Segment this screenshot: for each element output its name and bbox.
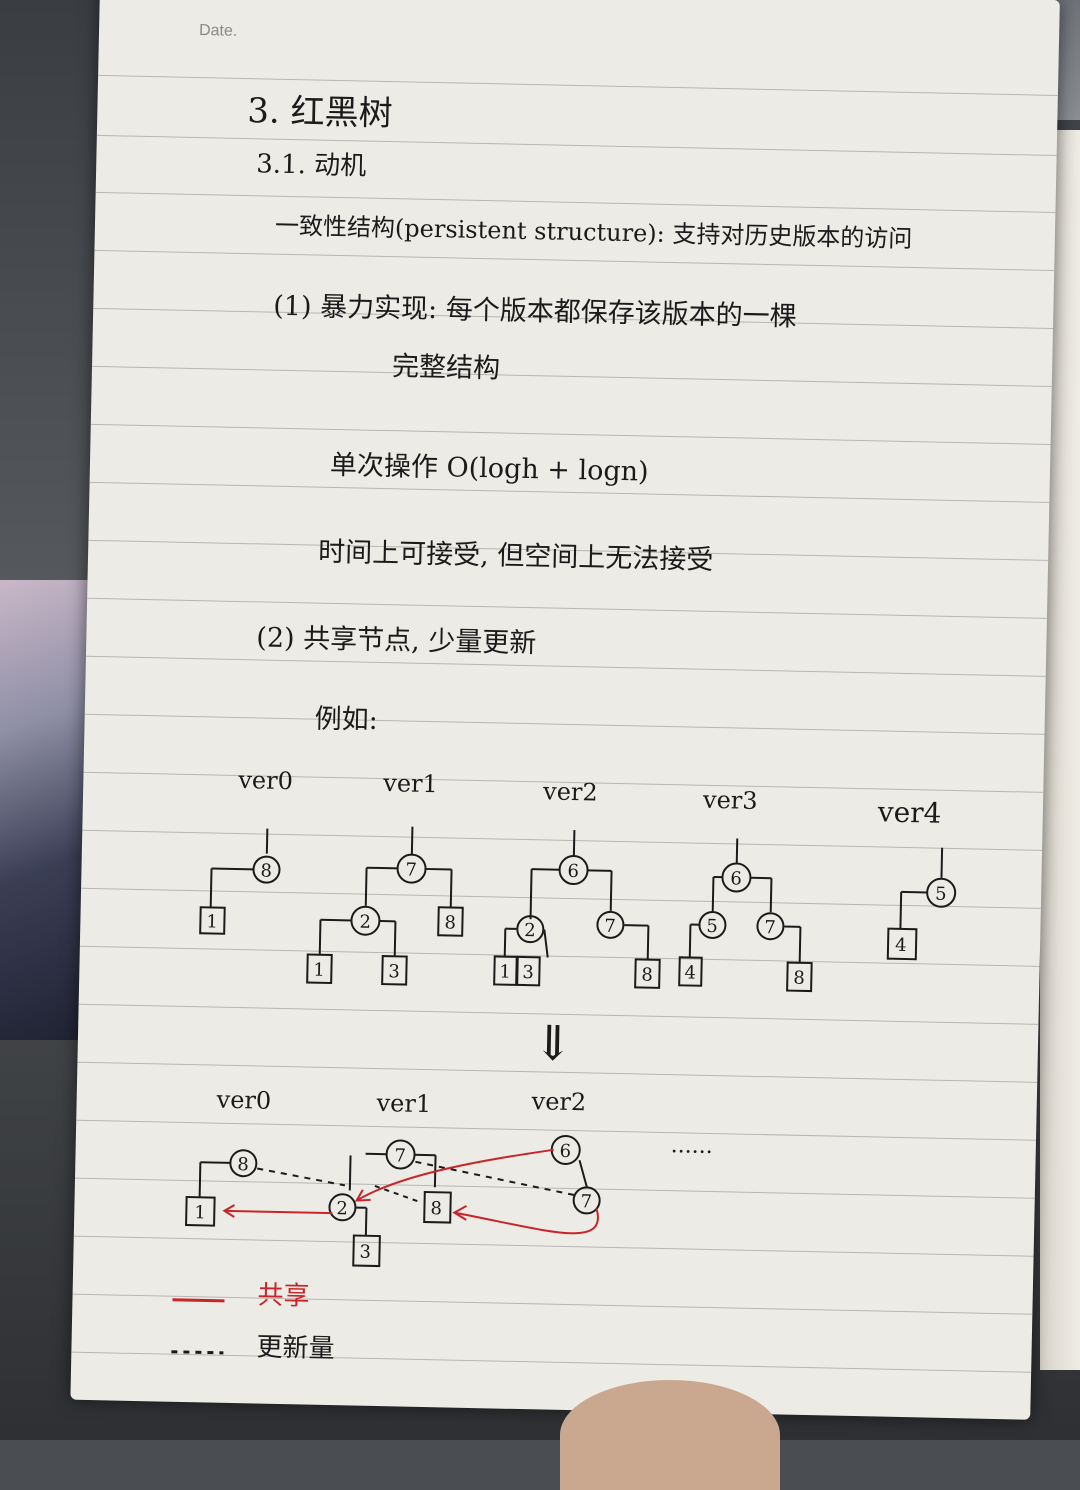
- version-label: ver0: [215, 1086, 271, 1115]
- leaf-label: 3: [388, 961, 400, 982]
- version-label: ver2: [530, 1087, 586, 1116]
- shared-pointer-arrows: [224, 1143, 599, 1234]
- leaf-label: 8: [430, 1198, 442, 1219]
- node-label: 6: [730, 868, 742, 889]
- thumb: [560, 1380, 780, 1490]
- leaf-label: 8: [641, 965, 653, 986]
- version-label: ver4: [877, 795, 942, 829]
- node-label: 7: [405, 860, 417, 881]
- ellipsis: ......: [671, 1133, 713, 1159]
- persistent-tree-diagram: ver0 ver1 ver2 ver3 ver4 8 1 7 2 8 1 3 6: [70, 0, 1060, 1420]
- node-label: 8: [237, 1154, 249, 1175]
- node-label: 2: [336, 1198, 348, 1219]
- version-label: ver1: [375, 1089, 431, 1118]
- leaf-label: 1: [499, 962, 511, 983]
- version-label: ver3: [702, 786, 758, 815]
- leaf-label: 1: [313, 960, 325, 981]
- arrowhead: [454, 1206, 466, 1220]
- transform-arrow: ⇓: [532, 1015, 573, 1072]
- legend-red-label: 共享: [257, 1281, 310, 1312]
- dashed-update-line: [415, 1162, 576, 1195]
- node-label: 7: [580, 1191, 592, 1212]
- node-label: 8: [260, 861, 272, 882]
- leaf-label: 1: [206, 911, 218, 932]
- node-label: 7: [604, 916, 616, 937]
- version-label: ver2: [542, 777, 598, 806]
- legend-dashed-label: 更新量: [256, 1333, 335, 1365]
- node-label: 6: [559, 1141, 571, 1162]
- node-label: 2: [359, 912, 371, 933]
- leaf-label: 8: [444, 912, 456, 933]
- node-label: 5: [706, 916, 718, 937]
- dashed-update-line: [257, 1168, 345, 1185]
- leaf-label: 4: [684, 962, 696, 983]
- version-label: ver0: [237, 766, 293, 795]
- node-label: 5: [935, 884, 947, 905]
- notebook-page: Date. 3. 红黑树 3.1. 动机 一致性结构(persistent st…: [70, 0, 1060, 1420]
- leaf-label: 8: [793, 968, 805, 989]
- node-label: 7: [394, 1145, 406, 1166]
- version-label: ver1: [382, 769, 438, 798]
- leaf-label: 3: [359, 1242, 371, 1263]
- node-label: 7: [764, 917, 776, 938]
- leaf-label: 3: [522, 962, 534, 983]
- leaf-label: 1: [194, 1202, 206, 1223]
- red-arrow: [224, 1211, 332, 1213]
- leaf-label: 4: [895, 935, 907, 956]
- node-label: 6: [567, 861, 579, 882]
- legend-red-line: [172, 1300, 224, 1301]
- node-label: 2: [524, 920, 536, 941]
- legend-dashed-line: [171, 1352, 223, 1353]
